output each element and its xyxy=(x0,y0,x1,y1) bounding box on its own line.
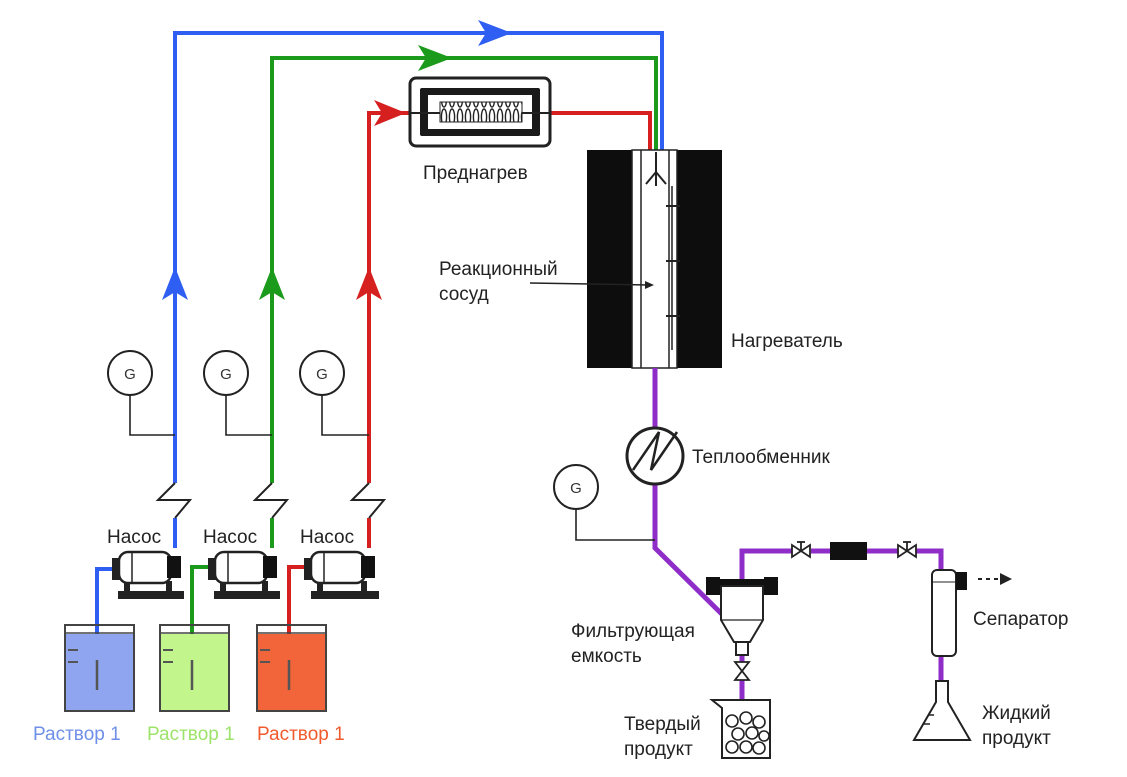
pressure-gauge-3: G xyxy=(299,350,369,436)
valves xyxy=(733,541,917,681)
red-flow-arrow-up xyxy=(356,267,382,300)
heater-right xyxy=(677,150,722,368)
pump-label-2: Насос xyxy=(203,527,258,548)
reaction-vessel xyxy=(631,149,678,369)
heater-left xyxy=(587,150,632,368)
beaker-red xyxy=(256,624,327,712)
heater-label: Нагреватель xyxy=(731,331,843,352)
red-suction-pipe xyxy=(287,565,308,660)
pump-label-1: Насос xyxy=(107,527,162,548)
red-flow-arrow-right xyxy=(374,100,406,126)
liquid-product-label-line2: продукт xyxy=(982,728,1051,749)
beaker-green xyxy=(159,624,230,712)
liquid-product-flask xyxy=(912,680,972,741)
check-valve-2 xyxy=(252,482,290,519)
solid-product-label-line2: продукт xyxy=(624,739,693,760)
check-valves xyxy=(155,482,387,519)
pumps xyxy=(112,550,379,599)
inline-filter xyxy=(830,542,867,560)
red-main-pipe xyxy=(367,111,410,483)
pump-1 xyxy=(112,550,184,599)
red-preheat-outlet xyxy=(550,111,652,152)
filter-label-line2: емкость xyxy=(571,646,642,667)
svg-text:G: G xyxy=(220,366,232,383)
blue-flow-arrow-right xyxy=(478,20,512,46)
heat-exchanger-label: Теплообменник xyxy=(692,447,830,468)
solid-product-container xyxy=(709,699,771,759)
valve-line-1 xyxy=(791,541,811,559)
check-valve-1 xyxy=(155,482,193,519)
check-valve-3 xyxy=(349,482,387,519)
valve-line-2 xyxy=(897,541,917,559)
solid-product-label-line1: Твердый xyxy=(624,714,701,735)
green-flow-arrow-up xyxy=(259,267,285,300)
outlet-pressure-gauge: G xyxy=(553,464,655,541)
liquid-product-label-line1: Жидкий xyxy=(982,703,1051,724)
reactor-label-line1: Реакционный xyxy=(439,259,558,280)
filter-label-line1: Фильтрующая xyxy=(571,621,695,642)
pump-label-3: Насос xyxy=(300,527,355,548)
separator-label: Сепаратор xyxy=(973,609,1069,630)
green-suction-pipe xyxy=(190,565,212,660)
svg-text:G: G xyxy=(124,366,136,383)
solution-beakers xyxy=(64,624,327,712)
svg-text:G: G xyxy=(316,366,328,383)
pressure-gauge-2: G xyxy=(203,350,272,436)
pump-3 xyxy=(304,550,379,599)
svg-text:G: G xyxy=(570,480,582,497)
solution-label-red: Раствор 1 xyxy=(257,724,345,745)
green-flow-arrow-right xyxy=(418,45,452,71)
pump-gauges: G G G xyxy=(107,350,369,436)
blue-suction-pipe xyxy=(95,567,118,660)
separator xyxy=(931,569,1012,657)
preheat-label: Преднагрев xyxy=(423,163,528,184)
blue-flow-arrow-up xyxy=(162,267,188,300)
blue-feed-line xyxy=(95,20,664,660)
red-feed-line xyxy=(287,100,652,660)
reactor-label-line2: сосуд xyxy=(439,284,489,305)
blue-main-pipe xyxy=(173,31,664,483)
pressure-gauge-1: G xyxy=(107,350,175,436)
reactor-heater xyxy=(529,149,722,369)
preheater xyxy=(408,76,552,148)
solution-label-blue: Раствор 1 xyxy=(33,724,121,745)
green-feed-line xyxy=(190,45,658,660)
beaker-blue xyxy=(64,624,135,712)
heat-exchanger xyxy=(625,426,685,486)
filter-vessel xyxy=(706,577,778,656)
pump-2 xyxy=(208,550,280,599)
product-line xyxy=(652,368,944,712)
solution-label-green: Раствор 1 xyxy=(147,724,235,745)
valve-filter-outlet xyxy=(733,661,751,681)
